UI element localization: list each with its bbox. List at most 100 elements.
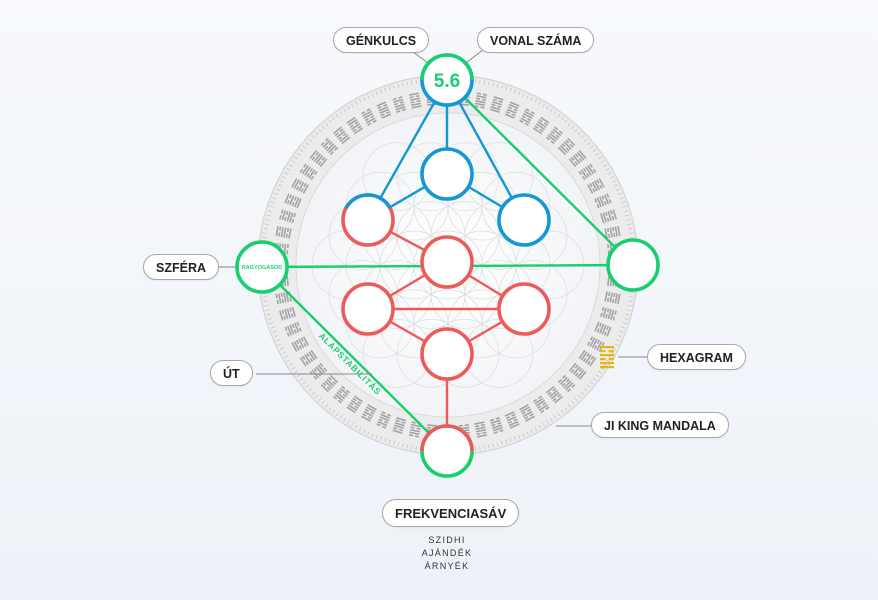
ring-tick <box>626 309 631 312</box>
ring-tick <box>410 80 413 85</box>
ring-tick <box>621 326 626 329</box>
ring-tick <box>617 335 622 338</box>
sphere-name: RAGYOGÁSOD <box>242 264 282 271</box>
hexagram-glyph <box>587 336 605 352</box>
ring-tick <box>272 197 277 200</box>
ring-tick <box>605 359 610 362</box>
hexagram-glyph <box>346 395 364 414</box>
ring-tick <box>567 404 572 408</box>
hexagram-glyph <box>557 137 576 156</box>
ring-tick <box>347 420 350 425</box>
ring-tick <box>587 384 591 389</box>
ring-tick <box>384 87 387 92</box>
ring-tick <box>393 440 395 446</box>
ring-tick <box>294 370 298 374</box>
hexagram-glyph <box>532 116 550 135</box>
ring-tick <box>483 445 486 450</box>
ring-tick <box>274 192 279 195</box>
ring-tick <box>623 210 629 212</box>
center-value: 5.6 <box>434 71 460 92</box>
ring-tick <box>534 427 537 431</box>
ring-tick <box>286 168 291 171</box>
ring-tick <box>261 237 267 239</box>
hexagram-glyph <box>600 306 617 321</box>
hexagram-glyph <box>361 108 377 126</box>
hexagram-glyph <box>333 385 351 404</box>
ring-tick <box>343 417 347 422</box>
ring-tick <box>557 113 561 118</box>
ring-tick <box>487 81 490 86</box>
hexagram-glyph <box>408 92 422 109</box>
ring-tick <box>367 94 370 99</box>
ring-tick <box>483 80 486 85</box>
ring-tick <box>314 394 319 399</box>
ring-tick <box>343 108 347 113</box>
label-vonal-szama: VONAL SZÁMA <box>477 27 595 53</box>
hexagram-glyph <box>275 225 292 239</box>
ring-tick <box>371 433 374 438</box>
ring-tick <box>487 444 490 449</box>
ring-tick <box>355 101 358 106</box>
ring-tick <box>277 343 282 346</box>
hexagram-glyph <box>557 374 576 393</box>
ring-tick <box>474 78 476 84</box>
ring-tick <box>501 84 503 90</box>
hexagram-glyph <box>568 362 587 380</box>
node-right-green <box>606 238 660 292</box>
ring-tick <box>496 83 499 88</box>
hexagram-glyph <box>299 349 318 367</box>
ring-tick <box>267 318 273 320</box>
ring-tick <box>538 424 541 429</box>
ring-tick <box>530 429 533 434</box>
ring-tick <box>513 436 516 441</box>
hexagram-glyph <box>578 349 597 367</box>
label-hexagram: HEXAGRAM <box>647 344 746 370</box>
ring-tick <box>598 370 602 374</box>
ring-tick <box>335 113 339 118</box>
ring-tick <box>479 446 481 451</box>
ring-tick <box>308 388 312 392</box>
ring-tick <box>265 309 270 312</box>
ring-tick <box>318 398 322 402</box>
ring-tick <box>534 99 537 103</box>
ring-tick <box>592 377 597 381</box>
ring-tick <box>505 439 508 444</box>
hexagram-glyph <box>600 209 617 224</box>
ring-tick <box>263 227 268 230</box>
ring-tick <box>275 188 280 191</box>
ring-tick <box>355 424 358 429</box>
ring-tick <box>564 119 568 123</box>
ring-tick <box>560 116 564 121</box>
ring-tick <box>262 296 267 298</box>
ring-tick <box>324 404 329 408</box>
hexagram-glyph <box>309 150 328 168</box>
ring-tick <box>265 218 270 221</box>
hexagram-glyph <box>519 404 535 422</box>
label-szfera: SZFÉRA <box>143 254 219 280</box>
ring-tick <box>299 377 304 381</box>
ring-tick <box>388 439 391 444</box>
ring-tick <box>628 227 633 230</box>
ring-tick <box>288 363 293 366</box>
hexagram-glyph <box>568 150 587 168</box>
hexagram-glyph <box>320 137 339 156</box>
node-bottom-center <box>420 327 474 381</box>
hexagram-glyph <box>291 336 309 352</box>
ring-tick <box>401 443 404 448</box>
ring-tick <box>629 237 635 239</box>
ring-tick <box>518 91 521 96</box>
ring-tick <box>282 351 286 354</box>
ring-tick <box>270 326 275 329</box>
ring-tick <box>553 415 557 419</box>
ring-tick <box>584 138 588 142</box>
ring-tick <box>380 436 383 441</box>
ring-tick <box>305 384 309 389</box>
node-left-lower <box>341 282 395 336</box>
ring-tick <box>272 330 277 333</box>
ring-tick <box>296 374 301 378</box>
ring-tick <box>308 138 312 142</box>
node-genkulcs-green-arc <box>420 53 474 81</box>
ring-tick <box>380 89 383 94</box>
ring-tick <box>332 116 336 121</box>
hexagram-glyph <box>489 417 504 434</box>
